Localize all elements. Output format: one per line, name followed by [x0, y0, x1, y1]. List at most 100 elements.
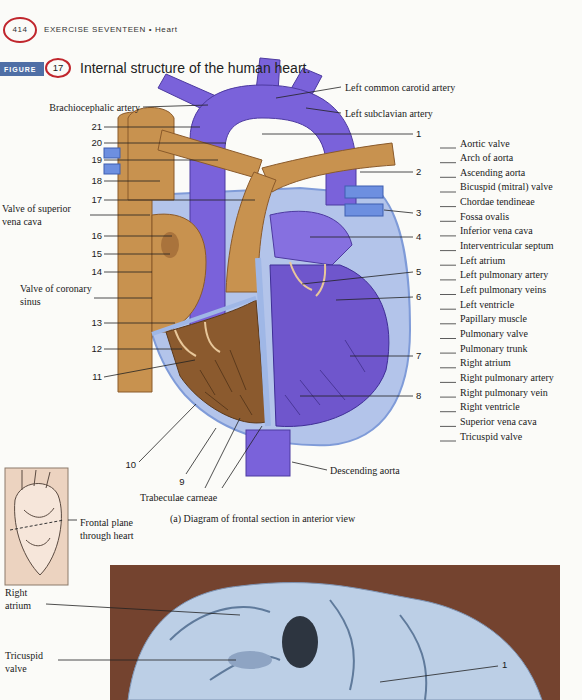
- term-label: Right pulmonary artery: [460, 371, 554, 384]
- term-label: Tricuspid valve: [460, 430, 522, 443]
- callout-number: 1: [416, 128, 421, 140]
- callout-number: 6: [416, 291, 421, 303]
- photo-label: Right atrium: [5, 586, 50, 612]
- leader-line: [46, 604, 240, 615]
- vein-stub: [104, 164, 120, 174]
- answer-blank: [440, 309, 456, 310]
- answer-blank: [440, 250, 456, 251]
- part-label: Left subclavian artery: [345, 107, 433, 120]
- leader-line: [306, 108, 341, 113]
- leader-line: [104, 349, 182, 350]
- leader-line: [104, 127, 200, 128]
- leader-line: [350, 356, 413, 357]
- figure-title: Internal structure of the human heart.: [80, 60, 310, 77]
- answer-blank: [440, 192, 456, 193]
- leader-line: [104, 200, 255, 201]
- callout-number: 9: [176, 476, 188, 488]
- answer-blank: [440, 206, 456, 207]
- answer-blank: [440, 148, 456, 149]
- part-label: Brachiocephalic artery: [0, 101, 140, 114]
- leader-line: [384, 210, 413, 213]
- pulmonary-trunk-shape: [226, 172, 276, 292]
- caption: (a) Diagram of frontal section in anteri…: [170, 512, 355, 525]
- figure-number: 17: [49, 62, 67, 74]
- leader-line: [104, 160, 218, 161]
- term-label: Right pulmonary vein: [460, 386, 548, 399]
- term-label: Pulmonary valve: [460, 327, 528, 340]
- term-label: Right ventricle: [460, 400, 520, 413]
- term-label: Left pulmonary veins: [460, 283, 546, 296]
- descending-aorta-shape: [246, 430, 290, 476]
- inset-frame: [5, 468, 68, 585]
- inset-detail: [22, 470, 54, 546]
- part-label: Left common carotid artery: [345, 81, 455, 94]
- left-pulmonary-vessel: [262, 143, 395, 192]
- right-pulmonary-vessel: [158, 130, 262, 178]
- leader-line: [186, 428, 216, 474]
- figure-banner: [0, 62, 44, 76]
- answer-blank: [440, 367, 456, 368]
- valve-flap: [175, 330, 196, 356]
- specimen-photo: [110, 565, 560, 700]
- trabeculae-texture: [200, 350, 252, 415]
- running-head: EXERCISE SEVENTEEN • Heart: [44, 25, 178, 35]
- answer-blank: [440, 323, 456, 324]
- answer-blank: [440, 162, 456, 163]
- leader-line: [262, 134, 413, 135]
- pen-circle: [46, 59, 70, 77]
- leader-line: [276, 87, 341, 98]
- term-label: Left ventricle: [460, 298, 514, 311]
- inset-heart: [15, 484, 62, 575]
- answer-blank: [440, 338, 456, 339]
- leader-line: [58, 660, 236, 661]
- leader-lines: [90, 87, 413, 488]
- answer-blank: [440, 397, 456, 398]
- callout-number: 14: [86, 266, 102, 278]
- leader-line: [143, 105, 208, 107]
- valve-flap: [316, 264, 325, 296]
- leader-line: [310, 237, 413, 238]
- leader-line: [104, 272, 152, 273]
- callout-number: 8: [416, 390, 421, 402]
- valve-flaps: [175, 262, 325, 356]
- muscle-ridges: [285, 340, 365, 415]
- leader-line: [68, 520, 77, 521]
- term-label: Arch of aorta: [460, 151, 513, 164]
- term-label: Left pulmonary artery: [460, 268, 548, 281]
- leader-line: [139, 404, 196, 462]
- photo-leaders: [46, 604, 498, 682]
- answer-blanks: [440, 148, 456, 441]
- term-label: Left atrium: [460, 254, 505, 267]
- callout-number: 7: [416, 350, 421, 362]
- part-label: Trabeculae carneae: [140, 491, 217, 504]
- photo-ground: [110, 565, 560, 700]
- leader-line: [104, 360, 195, 377]
- term-label: Superior vena cava: [460, 415, 537, 428]
- leader-line: [336, 297, 413, 300]
- callout-number: 15: [86, 248, 102, 260]
- answer-blank: [440, 235, 456, 236]
- term-label: Pulmonary trunk: [460, 342, 528, 355]
- callout-number: 16: [86, 230, 102, 242]
- callout-number: 2: [416, 166, 421, 178]
- part-label: Descending aorta: [330, 464, 400, 477]
- right-atrium-chamber: [152, 214, 206, 332]
- page-number: 414: [9, 25, 31, 35]
- leader-line: [292, 462, 327, 470]
- valve-flap: [290, 262, 312, 290]
- callout-number: 4: [416, 231, 421, 243]
- vein-stub: [345, 186, 383, 198]
- heart-model: [128, 583, 542, 700]
- leader-line: [104, 254, 170, 255]
- model-opening: [282, 616, 318, 668]
- leader-line: [360, 172, 413, 173]
- callout-number: 3: [416, 207, 421, 219]
- callout-number: 17: [86, 194, 102, 206]
- right-ventricle-chamber: [166, 300, 266, 423]
- frontal-plane-line: [10, 520, 64, 530]
- superior-vena-cava: [128, 108, 174, 201]
- vein-stub: [104, 148, 120, 158]
- answer-blank: [440, 411, 456, 412]
- leader-line: [302, 272, 413, 284]
